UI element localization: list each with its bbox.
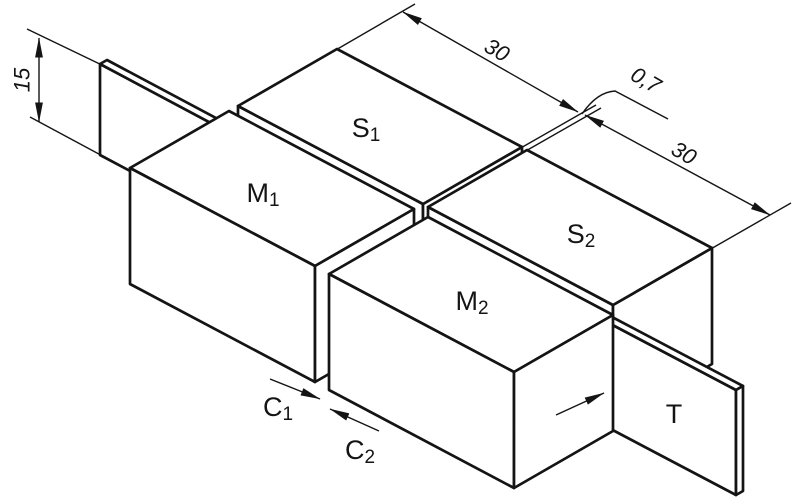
leader-line [581,90,669,120]
dimension-plate-height: 15 [10,28,111,161]
plate-t [603,315,745,497]
s2-label: S2 [567,219,596,252]
annotation-c1: C1 [263,378,321,425]
c2-label: C2 [345,435,375,468]
c2-arrow [329,408,380,432]
dimension-text-plate-height: 15 [10,67,35,92]
extension-line [29,116,111,161]
t-label: T [666,399,683,429]
block-m2 [327,215,615,490]
annotation-c2: C2 [329,408,380,468]
m2-label: M2 [455,286,488,319]
extension-line [333,3,416,52]
block-m2-right-face [512,313,615,490]
m1-label: M1 [246,178,279,211]
m2-face-arrow [555,392,605,416]
plate-t-end-face [734,384,745,497]
s1-label: S1 [352,113,381,146]
c1-label: C1 [263,392,293,425]
dimension-line [402,11,579,113]
extension-line [26,28,107,68]
dimension-line [584,114,771,216]
extension-line [708,202,792,251]
c1-arrow [269,378,321,400]
